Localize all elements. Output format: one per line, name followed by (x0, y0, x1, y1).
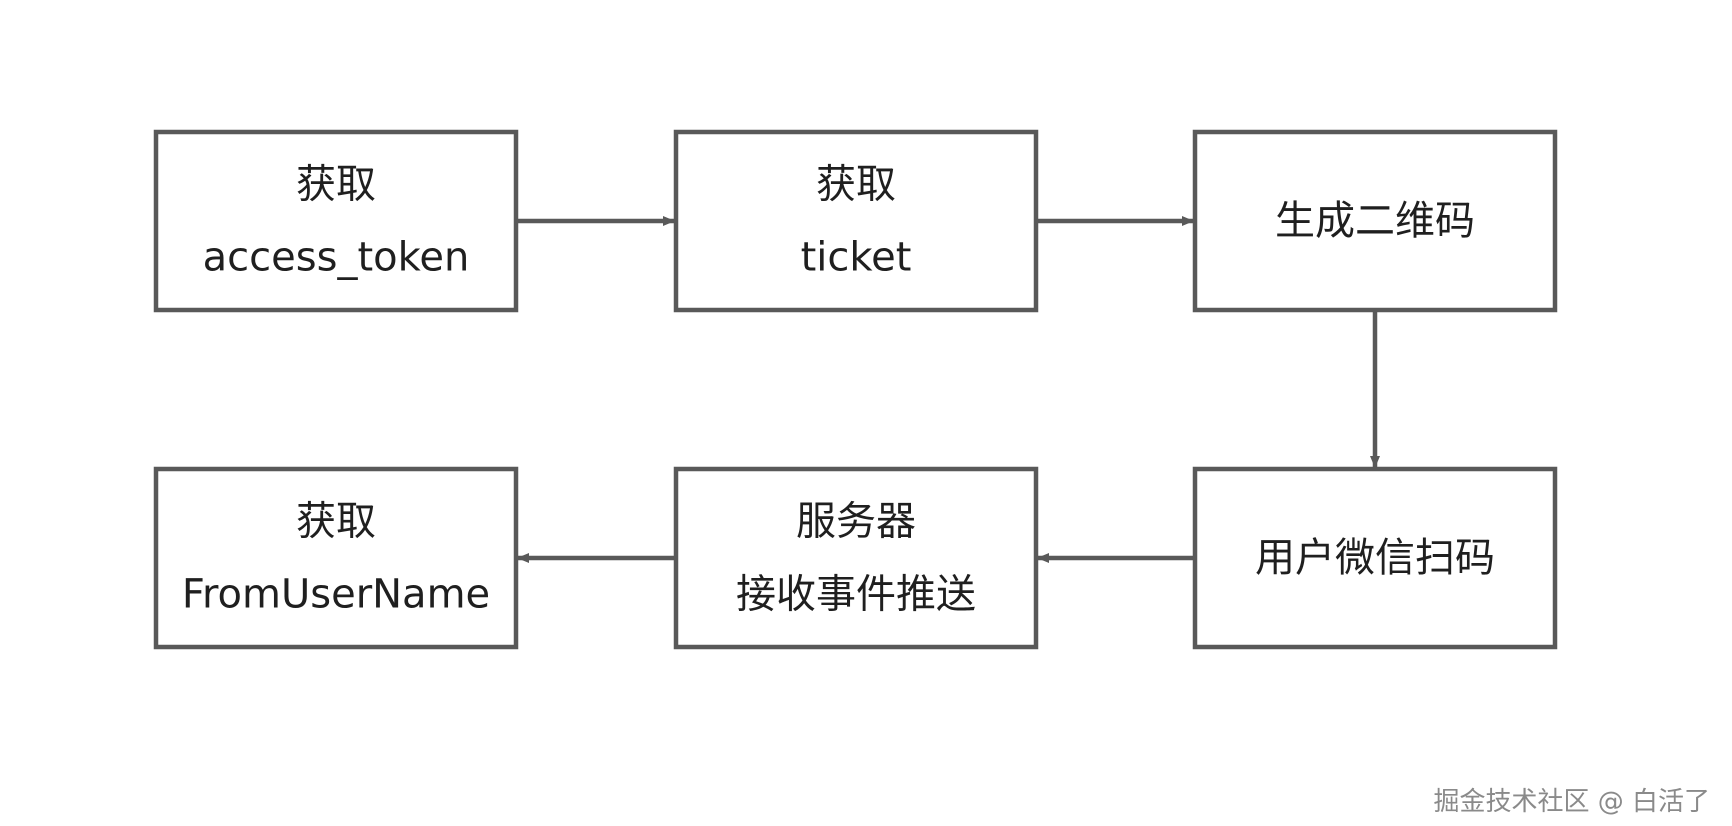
node-get-fromusername: 获取 FromUserName (153, 466, 519, 650)
node-box (1192, 129, 1558, 313)
node-box (673, 466, 1039, 650)
node-user-scan: 用户微信扫码 (1192, 466, 1558, 650)
node-box (153, 129, 519, 313)
node-get-access-token: 获取 access_token (153, 129, 519, 313)
node-label-line: 获取 (816, 162, 896, 208)
node-label-line: 服务器 (796, 499, 916, 545)
node-box (153, 466, 519, 650)
node-label-line: 获取 (296, 499, 376, 545)
edges (517, 216, 1380, 563)
node-label-line: 用户微信扫码 (1255, 535, 1495, 581)
node-label-line: 生成二维码 (1275, 198, 1475, 244)
node-box (673, 129, 1039, 313)
node-label-line: ticket (801, 235, 912, 281)
node-label-line: 接收事件推送 (736, 572, 976, 618)
node-get-ticket: 获取 ticket (673, 129, 1039, 313)
node-generate-qrcode: 生成二维码 (1192, 129, 1558, 313)
node-label-line: FromUserName (182, 572, 490, 618)
node-box (1192, 466, 1558, 650)
node-label-line: access_token (203, 235, 470, 281)
node-label-line: 获取 (296, 162, 376, 208)
watermark-text: 掘金技术社区 @ 白活了 (1433, 787, 1710, 817)
